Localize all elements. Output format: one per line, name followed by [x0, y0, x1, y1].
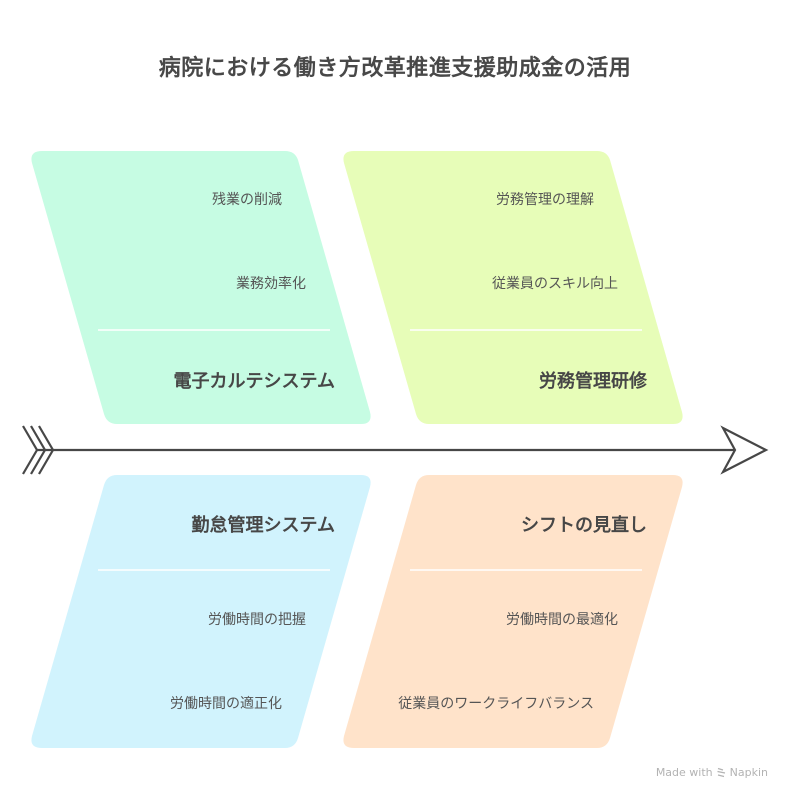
item-bottom-right-2: 従業員のワークライフバランス [398, 696, 594, 712]
panel-bottom-left [31, 475, 371, 748]
item-top-left-1: 残業の削減 [212, 192, 282, 208]
item-top-right-2: 従業員のスキル向上 [492, 276, 618, 292]
category-top-right: 労務管理研修 [539, 371, 647, 392]
category-bottom-left: 勤怠管理システム [191, 515, 335, 536]
diagram-title: 病院における働き方改革推進支援助成金の活用 [158, 56, 632, 81]
spine-arrow [22, 425, 769, 475]
item-top-left-2: 業務効率化 [236, 276, 306, 292]
panel-bottom-right [343, 475, 683, 748]
napkin-brand-label: Napkin [729, 766, 768, 779]
arrowhead-icon [720, 425, 769, 475]
tail-chevrons-icon [22, 425, 55, 475]
panel-top-right [343, 151, 683, 424]
category-bottom-right: シフトの見直し [521, 515, 647, 536]
item-bottom-right-1: 労働時間の最適化 [506, 612, 618, 628]
made-with-label: Made with [655, 766, 713, 779]
napkin-logo-icon [717, 767, 725, 778]
item-top-right-1: 労務管理の理解 [496, 192, 594, 208]
made-with-napkin: Made with Napkin [656, 766, 768, 779]
category-top-left: 電子カルテシステム [173, 371, 335, 392]
panel-top-left [31, 151, 371, 424]
item-bottom-left-1: 労働時間の把握 [208, 612, 306, 628]
item-bottom-left-2: 労働時間の適正化 [170, 696, 282, 712]
